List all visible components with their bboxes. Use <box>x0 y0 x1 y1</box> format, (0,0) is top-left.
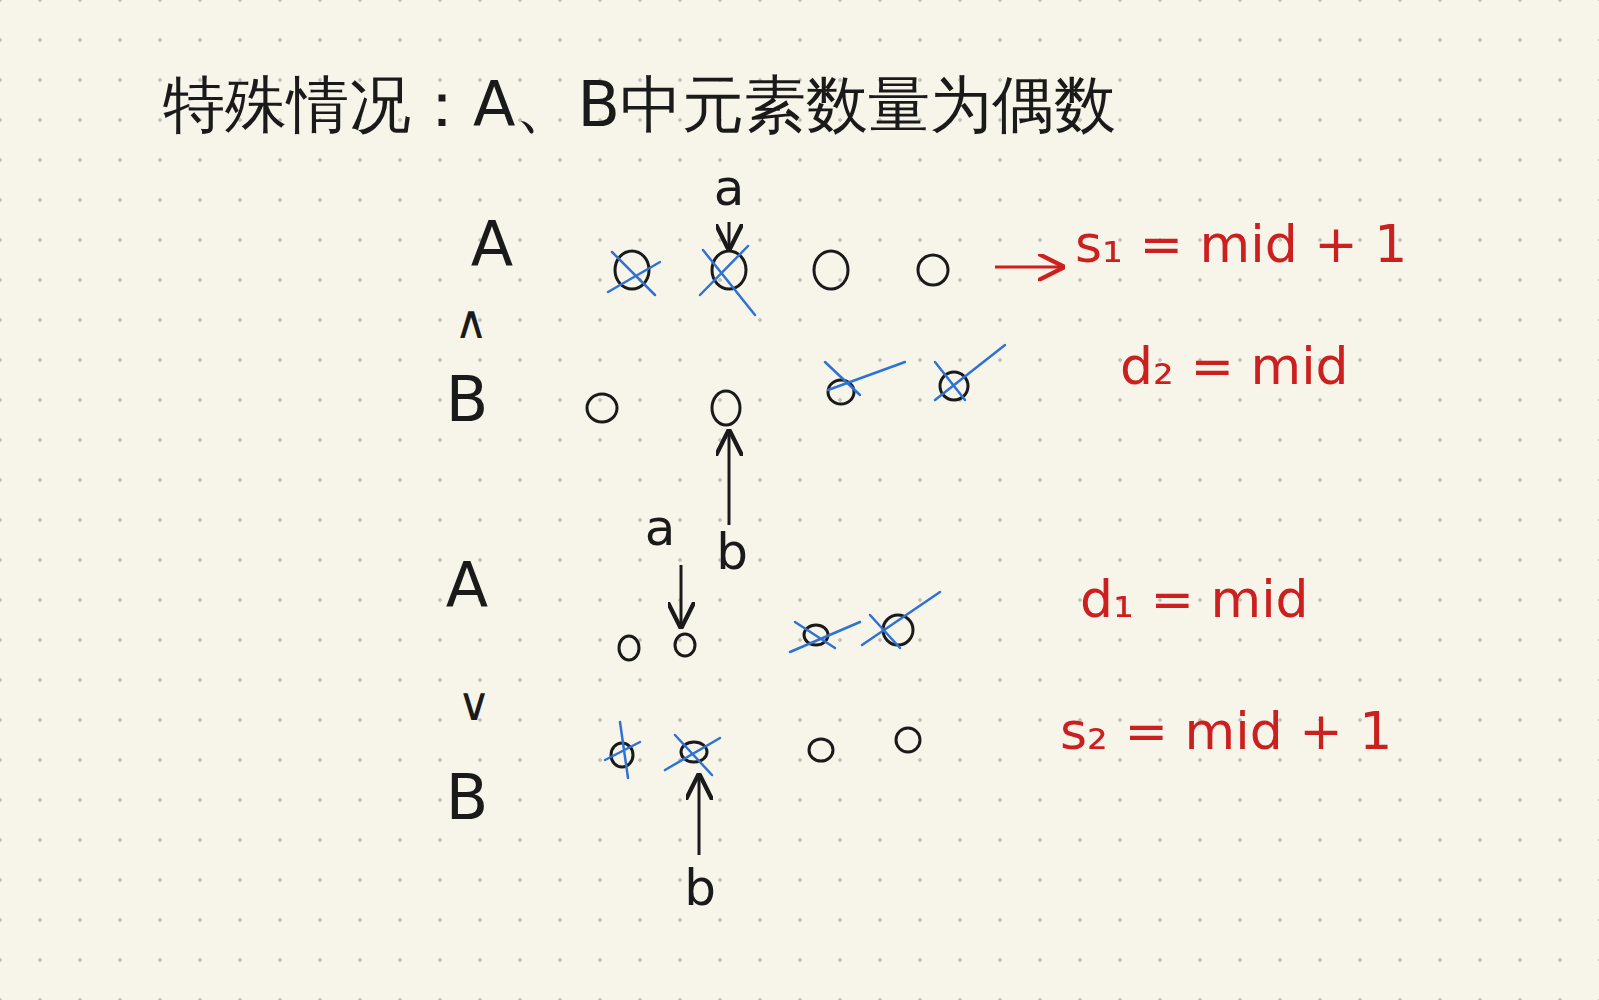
note-title: 特殊情况：A、B中元素数量为偶数 <box>163 71 1116 139</box>
compare-symbol: ∧ <box>454 297 488 348</box>
pointer-label: b <box>684 861 716 916</box>
update-note: d₁ = mid <box>1080 571 1309 628</box>
pointer-label: a <box>714 161 745 216</box>
pointer-label: a <box>645 501 676 556</box>
compare-symbol: ∨ <box>457 679 491 730</box>
array-name: A <box>446 552 488 620</box>
update-note: s₁ = mid + 1 <box>1075 216 1407 273</box>
update-note: d₂ = mid <box>1120 338 1349 395</box>
pointer-label: b <box>716 525 748 580</box>
array-name: B <box>446 366 489 434</box>
array-name: A <box>471 211 513 279</box>
update-note: s₂ = mid + 1 <box>1060 703 1392 760</box>
array-name: B <box>446 764 489 832</box>
